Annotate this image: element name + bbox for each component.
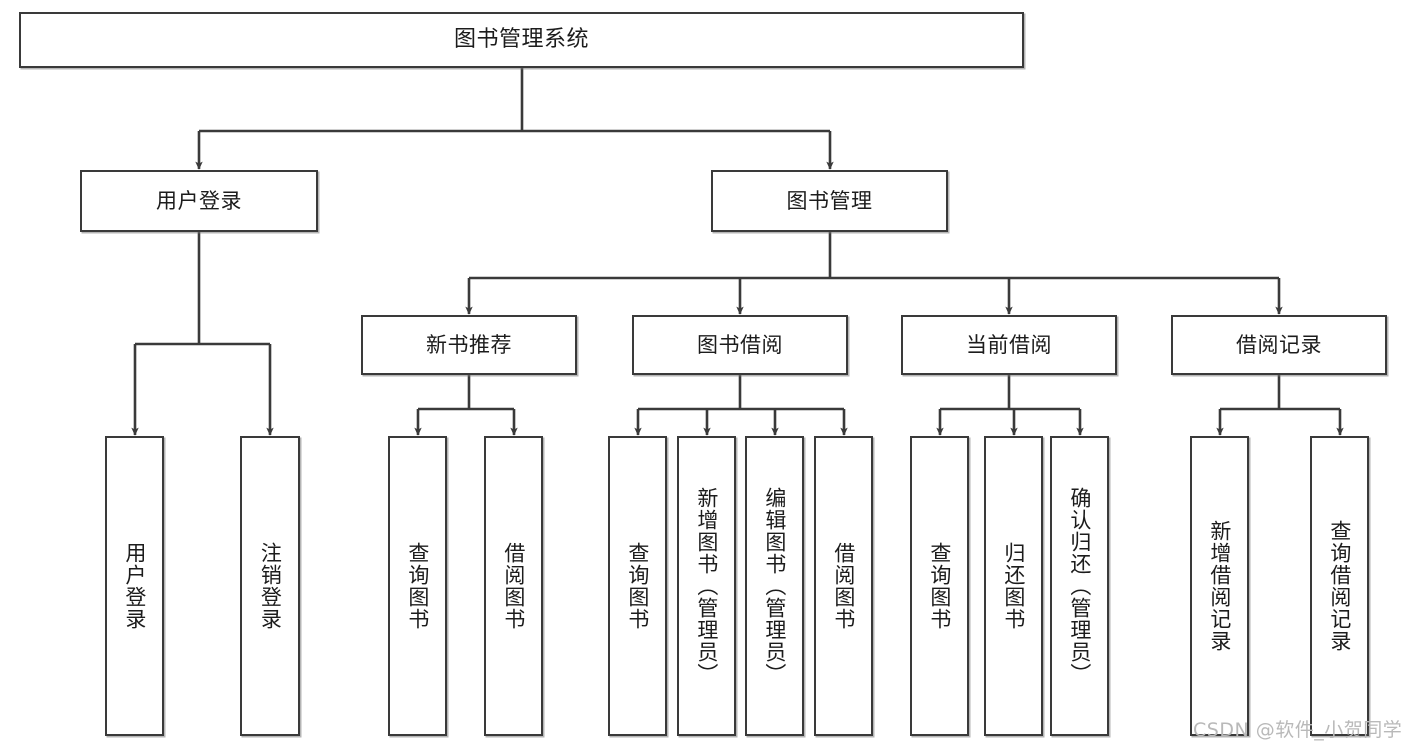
node-current[interactable]: 当前借阅 — [901, 315, 1117, 375]
node-label: 确认归还（管理员） — [1067, 487, 1092, 685]
node-label: 用户登录 — [122, 542, 147, 630]
node-label: 图书管理 — [786, 188, 873, 213]
node-label: 借阅记录 — [1236, 332, 1322, 357]
node-label: 查询借阅记录 — [1327, 520, 1352, 652]
node-l-addrec[interactable]: 新增借阅记录 — [1190, 436, 1249, 736]
node-label: 新增借阅记录 — [1207, 520, 1232, 652]
node-login[interactable]: 用户登录 — [80, 170, 318, 232]
node-l-add[interactable]: 新增图书（管理员） — [677, 436, 736, 736]
node-label: 图书借阅 — [697, 332, 783, 357]
node-label: 图书管理系统 — [453, 27, 589, 53]
node-label: 归还图书 — [1001, 542, 1026, 630]
node-label: 当前借阅 — [966, 332, 1052, 357]
node-label: 借阅图书 — [831, 542, 856, 630]
node-label: 查询图书 — [405, 542, 430, 630]
node-label: 查询图书 — [625, 542, 650, 630]
csdn-watermark: CSDN @软件_小贺同学 — [1193, 719, 1403, 741]
node-label: 新书推荐 — [426, 332, 512, 357]
node-records[interactable]: 借阅记录 — [1171, 315, 1387, 375]
node-root[interactable]: 图书管理系统 — [19, 12, 1024, 68]
node-l-logout[interactable]: 注销登录 — [240, 436, 300, 736]
node-newbook[interactable]: 新书推荐 — [361, 315, 577, 375]
node-l-return[interactable]: 归还图书 — [984, 436, 1043, 736]
node-l-qrec[interactable]: 查询借阅记录 — [1310, 436, 1369, 736]
node-label: 注销登录 — [258, 542, 283, 630]
node-l-b2[interactable]: 借阅图书 — [814, 436, 873, 736]
node-l-userlogin[interactable]: 用户登录 — [105, 436, 164, 736]
node-borrow[interactable]: 图书借阅 — [632, 315, 848, 375]
node-bookmgmt[interactable]: 图书管理 — [711, 170, 948, 232]
node-label: 新增图书（管理员） — [694, 487, 719, 685]
node-l-edit[interactable]: 编辑图书（管理员） — [745, 436, 804, 736]
node-l-q2[interactable]: 查询图书 — [608, 436, 667, 736]
node-l-q3[interactable]: 查询图书 — [910, 436, 969, 736]
node-label: 查询图书 — [927, 542, 952, 630]
node-label: 编辑图书（管理员） — [762, 487, 787, 685]
node-l-q1[interactable]: 查询图书 — [388, 436, 447, 736]
node-l-b1[interactable]: 借阅图书 — [484, 436, 543, 736]
node-l-confirm[interactable]: 确认归还（管理员） — [1050, 436, 1109, 736]
node-label: 用户登录 — [156, 188, 242, 213]
node-label: 借阅图书 — [501, 542, 526, 630]
